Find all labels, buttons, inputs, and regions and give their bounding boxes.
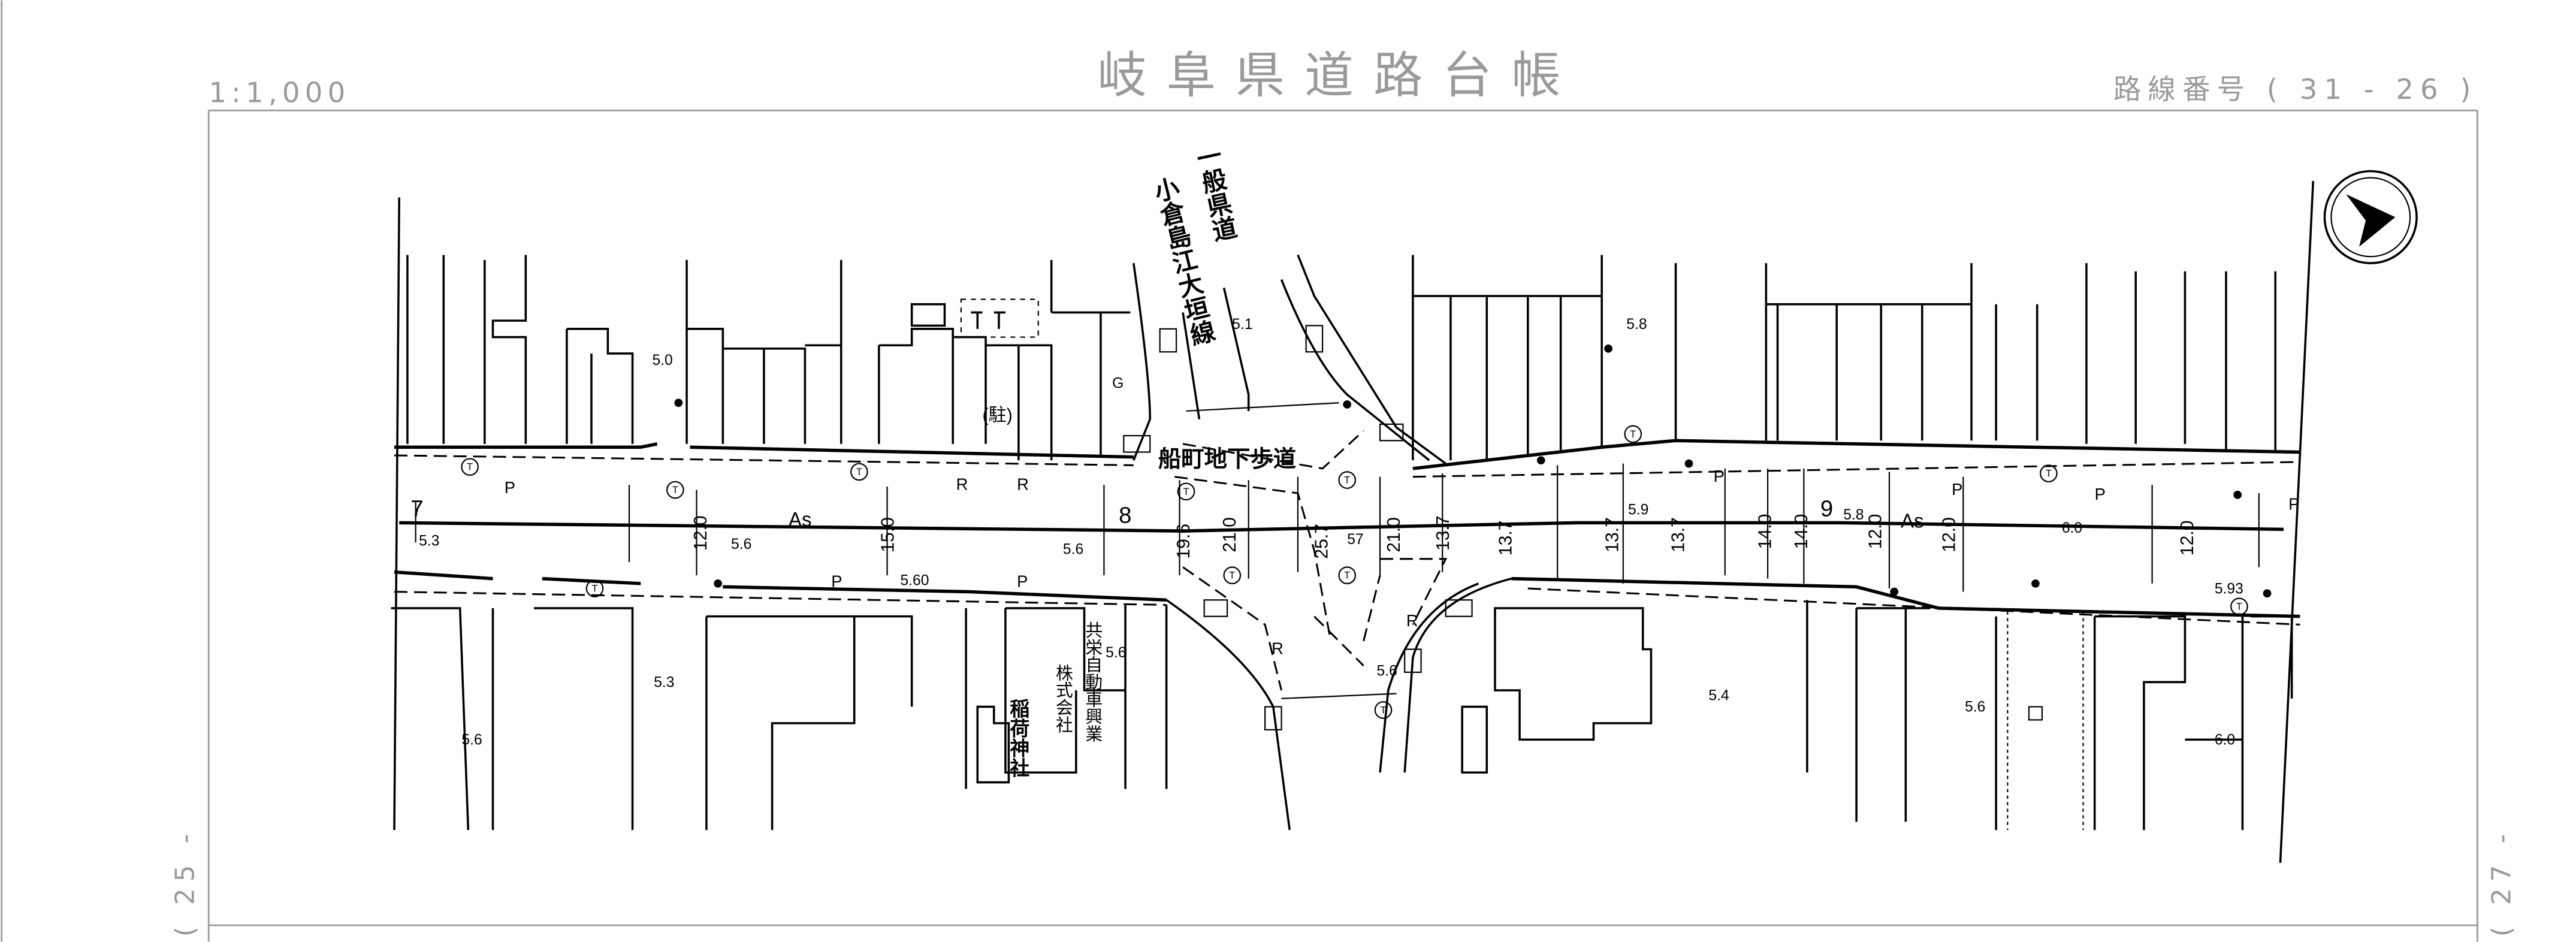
elevation-point: 5.9 <box>1628 502 1648 518</box>
elevation-point: 5.6 <box>1106 645 1126 661</box>
sheet-title: 岐阜県道路台帳 <box>1097 47 1580 104</box>
shrine-label: 稲荷神社 <box>1007 699 1030 778</box>
elevation-point: 5.8 <box>1626 316 1647 333</box>
pole-symbol-icon: T <box>461 458 479 476</box>
station-number: 9 <box>1820 496 1833 521</box>
pole-symbol-icon: T <box>1374 701 1393 719</box>
width-dimension: 15.0 <box>878 517 898 552</box>
elevation-point: 5.1 <box>1232 316 1252 333</box>
width-dimension: 12.0 <box>1940 517 1959 552</box>
width-dimension: 14.0 <box>1792 514 1811 550</box>
underpass-label: 船町地下歩道 <box>1158 446 1296 473</box>
svg-text:T: T <box>1183 487 1189 497</box>
svg-text:T: T <box>1344 570 1350 581</box>
elevation-point: 5.6 <box>1377 663 1397 679</box>
company-name: 共栄自動車興業 <box>1083 621 1102 742</box>
pole-symbol-icon: T <box>1338 471 1357 489</box>
elevation-point: 5.3 <box>419 533 439 550</box>
r-mark: R <box>1017 475 1029 494</box>
svg-text:T: T <box>1344 475 1350 486</box>
pavement-as: As <box>1901 510 1923 532</box>
r-mark: R <box>1272 639 1284 658</box>
width-dimension: 12.0 <box>2178 521 2197 556</box>
station-number: 7 <box>410 496 423 521</box>
pole-symbol-icon: T <box>2230 597 2248 615</box>
parking-mark: P <box>2095 485 2106 503</box>
svg-text:T: T <box>2046 469 2052 479</box>
elevation-point: 6.0 <box>2215 732 2235 748</box>
elevation-point: 5.60 <box>900 573 929 589</box>
left-sheet-ref: ( 25 - <box>170 828 201 937</box>
parking-mark: P <box>831 572 842 590</box>
svg-text:T: T <box>1630 429 1636 440</box>
r-mark: R <box>1406 611 1418 630</box>
svg-text:T: T <box>591 584 597 594</box>
elevation-point: 5.6 <box>1965 699 1985 715</box>
svg-text:T: T <box>856 467 862 478</box>
pole-symbol-icon: T <box>1624 425 1642 443</box>
elevation-point: 57 <box>1347 532 1363 548</box>
pole-symbol-icon: T <box>585 579 604 597</box>
r-mark: R <box>956 475 968 494</box>
width-dimension: 12.0 <box>691 515 711 551</box>
width-dimension: 21.0 <box>1220 517 1240 552</box>
parking-mark: P <box>505 478 515 497</box>
crossing-road-class: 一般県道 <box>1190 142 1239 244</box>
pavement-as: As <box>789 508 811 530</box>
width-dimension: 13.7 <box>1496 521 1515 556</box>
width-dimension: 13.7 <box>1433 515 1453 551</box>
parking-mark: P <box>1952 480 1962 499</box>
width-dimension: 12.0 <box>1865 514 1885 550</box>
svg-text:T: T <box>1229 570 1235 581</box>
elevation-point: 5.0 <box>652 352 672 369</box>
width-dimension: 13.7 <box>1603 517 1623 552</box>
elevation-point: 5.3 <box>654 675 674 691</box>
width-dimension: 13.7 <box>1668 517 1688 552</box>
pole-symbol-icon: T <box>1177 482 1195 501</box>
pole-symbol-icon: T <box>1338 566 1357 584</box>
route-number: 路線番号 ( 31 - 26 ) <box>2113 73 2478 105</box>
width-dimension: 25.7 <box>1312 524 1331 559</box>
svg-text:T: T <box>1380 705 1386 715</box>
parking-mark: P <box>2288 494 2299 513</box>
width-dimension: 14.0 <box>1756 514 1775 550</box>
svg-text:T: T <box>467 462 473 473</box>
pole-symbol-icon: T <box>1223 566 1242 584</box>
right-sheet-ref: ( 27 - <box>2486 828 2517 937</box>
width-dimension: 21.0 <box>1384 517 1404 552</box>
parking-mark: P <box>1714 467 1725 485</box>
company-type: 株式会社 <box>1053 664 1073 733</box>
station-number: 8 <box>1119 502 1131 528</box>
svg-text:T: T <box>2236 602 2242 612</box>
elevation-point: 5.6 <box>731 536 751 552</box>
elevation-point: 6.0 <box>2062 520 2082 536</box>
scale-label: 1:1,000 <box>209 76 350 108</box>
elevation-point: 5.8 <box>1843 507 1864 523</box>
pole-symbol-icon: T <box>2040 464 2058 482</box>
width-dimension: 19.6 <box>1174 524 1194 559</box>
parking-lot-label: (駐) <box>983 404 1013 425</box>
gas-station-label: G <box>1112 376 1124 392</box>
north-arrow-icon <box>2323 170 2418 264</box>
elevation-point: 5.4 <box>1708 687 1729 704</box>
elevation-point: 5.6 <box>461 732 482 748</box>
pole-symbol-icon: T <box>850 463 868 481</box>
parking-mark: P <box>1017 572 1028 590</box>
svg-text:T: T <box>672 485 678 496</box>
pole-symbol-icon: T <box>666 481 684 499</box>
elevation-point: 5.93 <box>2215 581 2243 597</box>
point-features <box>674 344 2272 598</box>
elevation-point: 5.6 <box>1063 541 1083 557</box>
map-linework <box>391 181 2315 863</box>
